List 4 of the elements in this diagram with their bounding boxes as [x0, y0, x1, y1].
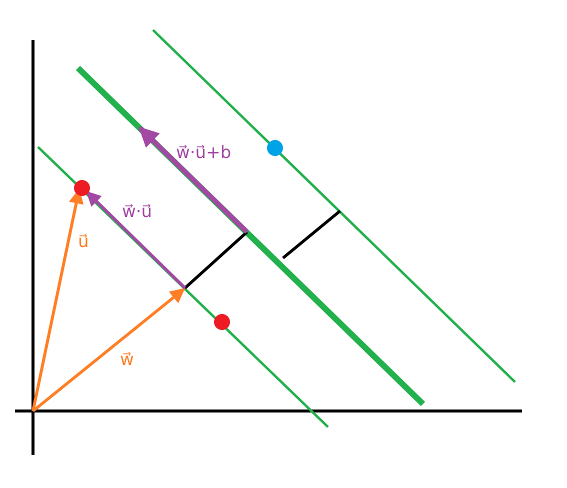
vector-label: w⃗ [120, 350, 134, 370]
vector-label: w⃗·u⃗+b [176, 143, 232, 163]
vector-label: w⃗·u⃗ [122, 202, 152, 222]
vector-label: u⃗ [78, 232, 89, 252]
